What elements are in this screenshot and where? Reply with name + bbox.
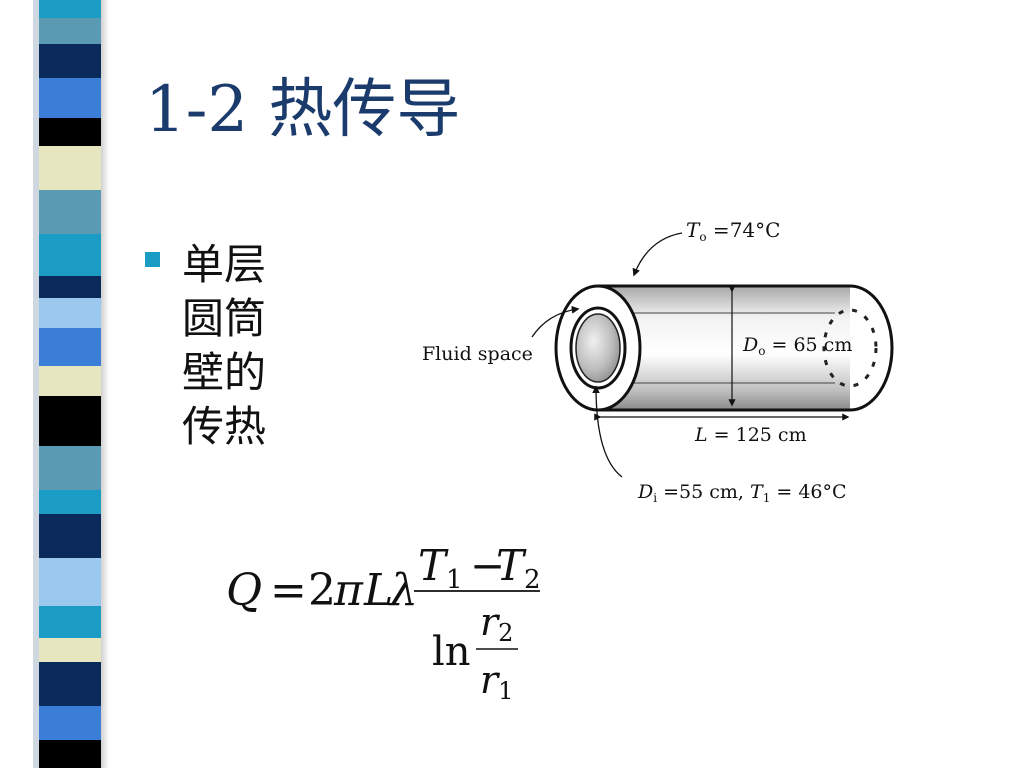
bullet-text: 单层圆筒壁的传热 (182, 240, 267, 451)
formula-minus: − (470, 541, 505, 590)
outer-diameter-label: Do = 65 cm (742, 334, 852, 358)
stripe-block (33, 740, 101, 768)
stripe-block (33, 276, 101, 298)
stripe-block (33, 490, 101, 514)
stripe-block (33, 328, 101, 366)
formula-coef: 2 (308, 565, 336, 616)
slide-title: 1-2 热传导 (145, 73, 461, 147)
stripe-block (33, 366, 101, 396)
decorative-stripe (33, 0, 101, 768)
formula-r1: r (480, 658, 501, 702)
stripe-block (33, 298, 101, 328)
fluid-space-label: Fluid space (422, 343, 533, 365)
stripe-block (33, 638, 101, 662)
stripe-block (33, 514, 101, 558)
stripe-block (33, 78, 101, 118)
length-label: L = 125 cm (694, 424, 807, 446)
stripe-block (33, 146, 101, 190)
svg-text:T1 − T2: T1 − T2 (418, 541, 541, 598)
formula-ln: ln (432, 629, 471, 675)
stripe-shadow (101, 0, 109, 768)
stripe-block (33, 0, 101, 18)
stripe-block (33, 234, 101, 276)
formula-T2: T (496, 541, 527, 590)
fluid-space-arrow (531, 305, 580, 338)
inner-diam-temp-label: Di =55 cm, T1 = 46°C (637, 481, 847, 505)
stripe-block (33, 396, 101, 446)
far-end-inner-dashed (822, 308, 878, 388)
stripe-edge (33, 0, 39, 768)
inner-diam-arrow (592, 385, 623, 478)
formula-L: L (363, 565, 393, 616)
stripe-block (33, 662, 101, 706)
stripe-block (33, 44, 101, 78)
heat-conduction-formula: Q = 2 π L λ T1 − T2 ln r2 r1 (226, 541, 541, 705)
formula-lambda: λ (388, 565, 418, 616)
svg-text:r1: r1 (480, 658, 513, 705)
formula-equals: = (270, 565, 307, 616)
formula-pi: π (333, 565, 364, 616)
formula-Q: Q (226, 565, 262, 616)
outer-temp-arrow (632, 232, 683, 277)
outer-temp-label: To =74°C (686, 218, 780, 244)
svg-text:Q = 2 π L: Q = 2 π L λ (226, 565, 418, 616)
stripe-block (33, 190, 101, 234)
stripe-block (33, 118, 101, 146)
svg-text:r2: r2 (480, 600, 513, 647)
formula-r2: r (480, 600, 501, 644)
cylinder-diagram: To =74°C Fluid space Do = 65 cm L = 125 … (422, 218, 894, 505)
fluid-space-core (575, 313, 621, 383)
formula-T1: T (418, 541, 449, 590)
square-bullet-icon (145, 252, 160, 267)
stripe-block (33, 606, 101, 638)
stripe-block (33, 446, 101, 490)
stripe-block (33, 706, 101, 740)
stripe-block (33, 558, 101, 606)
stripe-block (33, 18, 101, 44)
